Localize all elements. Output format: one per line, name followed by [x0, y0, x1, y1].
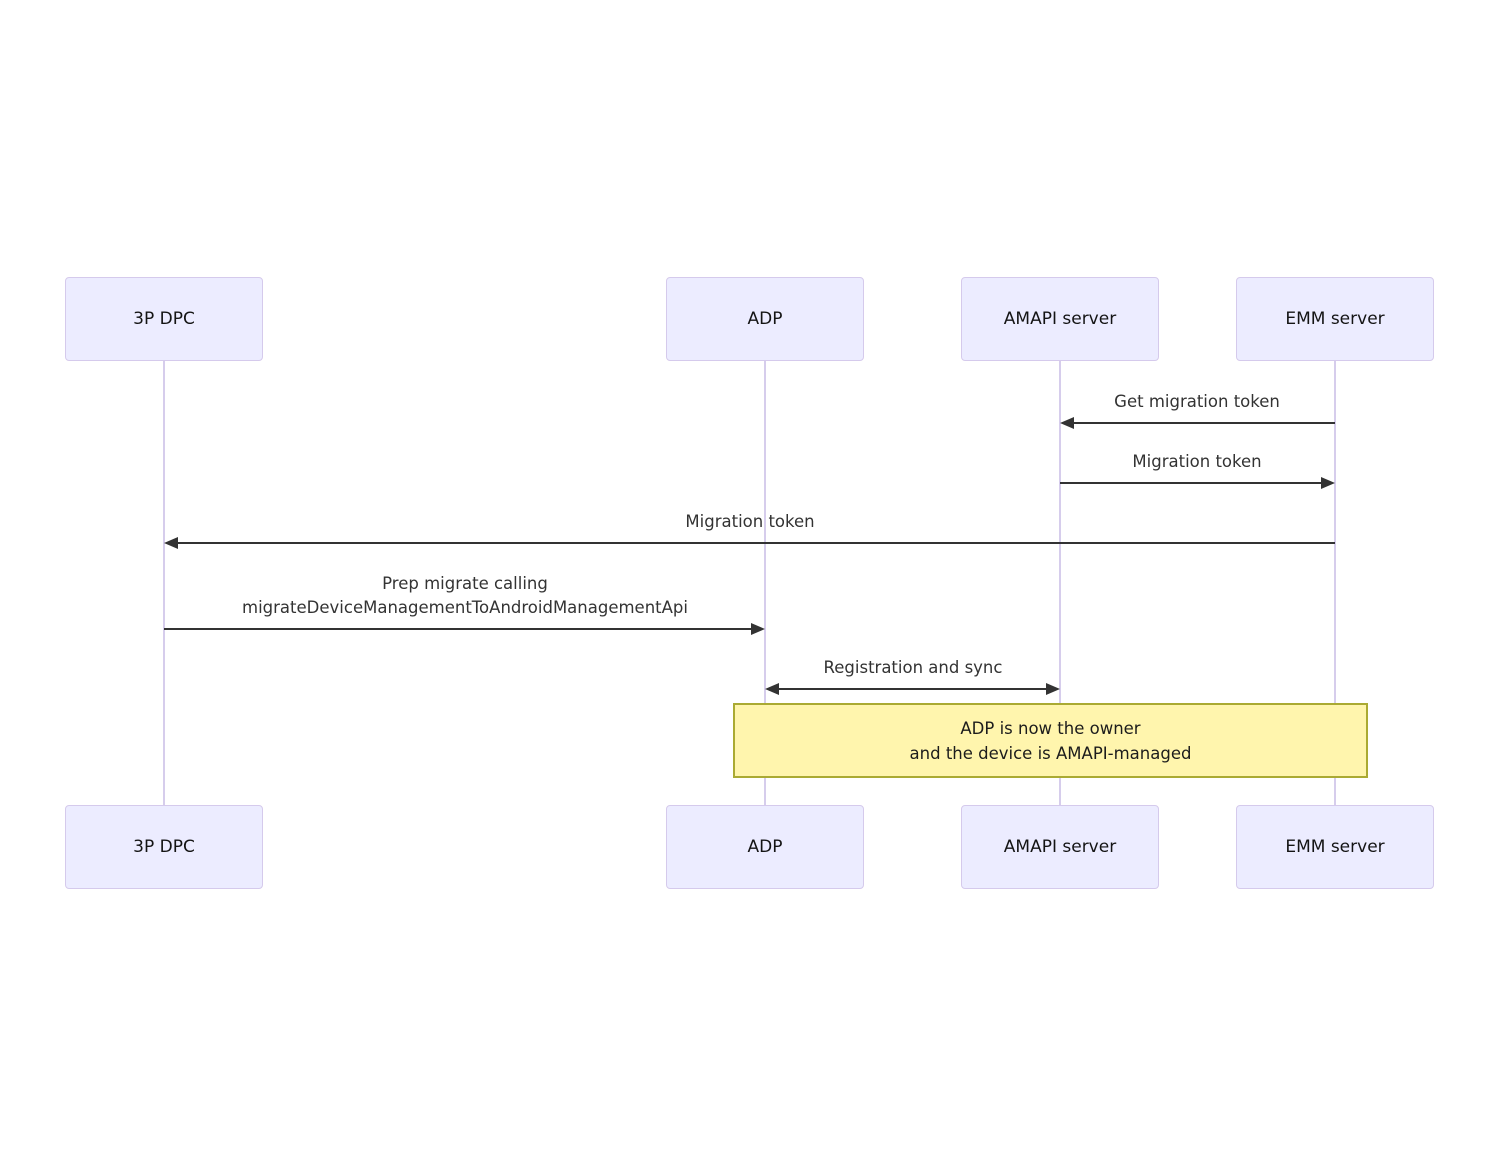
arrowhead-right	[1046, 683, 1060, 695]
message-arrow	[164, 623, 765, 635]
actor-label: AMAPI server	[1003, 837, 1117, 857]
actor-top-amapi-server: AMAPI server	[961, 277, 1159, 361]
lifeline-3p-dpc	[163, 361, 165, 805]
message-label: Registration and sync	[823, 658, 1003, 677]
actor-label: EMM server	[1285, 837, 1385, 857]
actor-label: ADP	[747, 309, 783, 329]
arrowhead-right	[1321, 477, 1335, 489]
actor-top-emm-server: EMM server	[1236, 277, 1434, 361]
message-arrow	[1060, 477, 1335, 489]
message-label: Get migration token	[1114, 392, 1280, 411]
actor-bottom-emm-server: EMM server	[1236, 805, 1434, 889]
actor-label: ADP	[747, 837, 783, 857]
actor-label: 3P DPC	[133, 309, 195, 329]
arrowhead-right	[751, 623, 765, 635]
actor-bottom-3p-dpc: 3P DPC	[65, 805, 263, 889]
actor-bottom-amapi-server: AMAPI server	[961, 805, 1159, 889]
arrowhead-left	[164, 537, 178, 549]
lifeline-amapi-server	[1059, 361, 1061, 805]
arrowhead-left	[1060, 417, 1074, 429]
actor-label: AMAPI server	[1003, 309, 1117, 329]
actor-top-adp: ADP	[666, 277, 864, 361]
actor-top-3p-dpc: 3P DPC	[65, 277, 263, 361]
message-arrow	[164, 537, 1335, 549]
actor-label: EMM server	[1285, 309, 1385, 329]
lifeline-adp	[764, 361, 766, 805]
note-text: ADP is now the owner and the device is A…	[909, 718, 1192, 763]
message-label: Prep migrate calling migrateDeviceManage…	[242, 574, 688, 617]
message-label: Migration token	[685, 512, 815, 531]
actor-label: 3P DPC	[133, 837, 195, 857]
message-arrow	[765, 683, 1060, 695]
arrowhead-left	[765, 683, 779, 695]
note-adp-owner: ADP is now the owner and the device is A…	[733, 703, 1368, 778]
actor-bottom-adp: ADP	[666, 805, 864, 889]
message-label: Migration token	[1132, 452, 1262, 471]
message-arrow	[1060, 417, 1335, 429]
lifeline-emm-server	[1334, 361, 1336, 805]
